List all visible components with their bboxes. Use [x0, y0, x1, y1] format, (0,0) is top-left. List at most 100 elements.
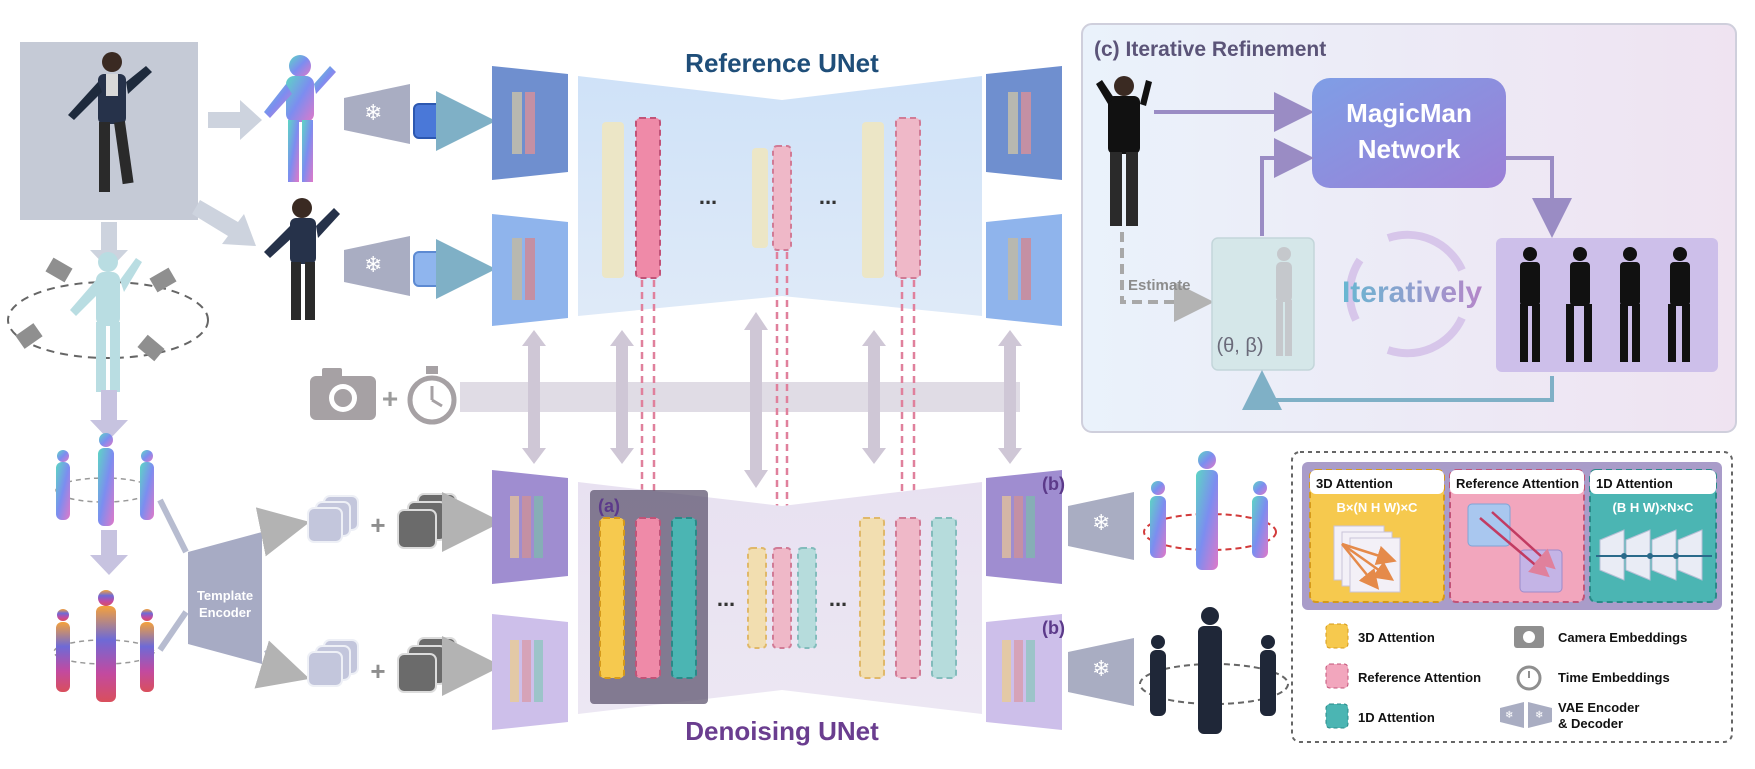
- stopwatch-icon: [407, 366, 457, 425]
- reference-input-block: [492, 214, 568, 326]
- estimate-label: Estimate: [1128, 277, 1191, 294]
- denoising-output-block: (b): [986, 470, 1065, 584]
- ellipsis: ...: [829, 586, 847, 611]
- plus-sign: +: [370, 510, 385, 540]
- legend-item-camera-embeddings: Camera Embeddings: [1514, 626, 1687, 648]
- denoising-output-block: (b): [986, 614, 1065, 730]
- snowflake-icon: ❄: [1092, 510, 1110, 535]
- flow-arrow: [255, 507, 310, 557]
- segmentation-maps-ring: [53, 590, 155, 702]
- ellipsis: ...: [699, 184, 717, 209]
- legend-label: 3D Attention: [1358, 630, 1435, 645]
- legend-item-vae: ❄ ❄ VAE Encoder & Decoder: [1500, 700, 1639, 731]
- normal-map-image: [264, 55, 336, 182]
- flow-arrow: [254, 640, 310, 689]
- reference-input-block: [492, 66, 568, 180]
- reference-output-block: [986, 214, 1062, 326]
- snowflake-icon: ❄: [364, 100, 382, 125]
- legend-item-1d-attention: 1D Attention: [1325, 703, 1435, 729]
- flow-arrow: [157, 498, 189, 554]
- template-encoder-label: Encoder: [199, 605, 251, 620]
- attention-3d-formula: B×(N H W)×C: [1337, 500, 1419, 515]
- template-encoder-label: Template: [197, 588, 253, 603]
- denoising-unet-layers: [599, 517, 957, 679]
- smpl-params-box: (θ, β): [1211, 237, 1315, 371]
- network-label: Network: [1358, 134, 1461, 164]
- attention-3d-title: 3D Attention: [1316, 476, 1393, 491]
- magicman-network-box: MagicMan Network: [1312, 78, 1506, 188]
- cycle-icon: [1345, 230, 1466, 358]
- flow-arrow: [1260, 138, 1314, 236]
- reference-unet-layers: [602, 117, 921, 279]
- marker-b: (b): [1042, 618, 1065, 638]
- smpl-body-with-cameras: [7, 252, 209, 392]
- reference-attention-links: [632, 252, 924, 551]
- ellipsis: ...: [819, 184, 837, 209]
- denoising-input-block: [492, 470, 568, 584]
- refinement-input-person: [1096, 76, 1152, 226]
- plus-sign: +: [370, 656, 385, 686]
- camera-icon: [1514, 626, 1544, 648]
- noise-stack: [397, 493, 457, 693]
- legend-label: 1D Attention: [1358, 710, 1435, 725]
- attention-3d-detail: 3D Attention B×(N H W)×C: [1309, 469, 1445, 603]
- template-latent-stack: [307, 495, 359, 687]
- stopwatch-icon: [1516, 665, 1542, 691]
- flow-arrow: [90, 390, 128, 440]
- snowflake-icon: ❄: [1535, 710, 1543, 721]
- attention-1d-detail: 1D Attention (B H W)×N×C: [1589, 469, 1717, 603]
- plus-sign: +: [382, 383, 398, 414]
- refinement-title: (c) Iterative Refinement: [1094, 38, 1326, 61]
- denoising-unet-title: Denoising UNet: [685, 716, 879, 746]
- legend-label: & Decoder: [1558, 716, 1623, 731]
- snowflake-icon: ❄: [364, 252, 382, 277]
- output-normal-maps: [1143, 451, 1277, 570]
- legend-label: VAE Encoder: [1558, 700, 1639, 715]
- feedback-arrow: [1242, 370, 1554, 410]
- reference-unet-title: Reference UNet: [685, 48, 879, 78]
- legend-item-reference-attention: Reference Attention: [1325, 663, 1481, 689]
- ellipsis: ...: [717, 586, 735, 611]
- embedding-bus: [460, 312, 1022, 488]
- smpl-params-label: (θ, β): [1216, 335, 1263, 357]
- denoising-input-block: [492, 614, 568, 730]
- network-label: MagicMan: [1346, 98, 1472, 128]
- vae-icon: ❄ ❄: [1500, 702, 1552, 728]
- attention-reference-title: Reference Attention: [1456, 476, 1579, 491]
- camera-icon: [15, 257, 177, 362]
- snowflake-icon: ❄: [1092, 656, 1110, 681]
- attention-1d-formula: (B H W)×N×C: [1613, 500, 1695, 515]
- legend-item-time-embeddings: Time Embeddings: [1516, 665, 1670, 691]
- legend-label: Camera Embeddings: [1558, 630, 1687, 645]
- refinement-multiview-output: [1496, 238, 1718, 372]
- legend-label: Time Embeddings: [1558, 670, 1670, 685]
- flow-arrow: [1506, 156, 1572, 238]
- flow-arrow: [157, 610, 189, 652]
- legend-label: Reference Attention: [1358, 670, 1481, 685]
- template-encoder: Template Encoder: [188, 532, 262, 664]
- legend-item-3d-attention: 3D Attention: [1325, 623, 1435, 649]
- input-image: [20, 42, 198, 220]
- marker-a: (a): [598, 496, 620, 516]
- person-figure-icon: [68, 52, 152, 192]
- estimate-arrow: [1120, 232, 1214, 322]
- flow-arrow: [208, 100, 262, 140]
- output-rgb-views: [1139, 607, 1289, 734]
- reference-output-block: [986, 66, 1062, 180]
- iteratively-label: Iteratively: [1342, 276, 1482, 309]
- vae-encoder: ❄: [344, 236, 449, 296]
- attention-reference-detail: Reference Attention: [1449, 469, 1585, 603]
- normal-maps-ring: [55, 433, 154, 526]
- vae-decoder: ❄: [1068, 638, 1134, 706]
- camera-icon: [310, 368, 376, 420]
- vae-encoder: ❄: [344, 84, 449, 144]
- marker-b: (b): [1042, 474, 1065, 494]
- vae-decoder: ❄: [1068, 492, 1134, 560]
- attention-1d-title: 1D Attention: [1596, 476, 1673, 491]
- person-image: [264, 198, 340, 320]
- flow-arrow: [192, 200, 256, 246]
- snowflake-icon: ❄: [1505, 710, 1513, 721]
- body-mesh-icon: [70, 252, 142, 392]
- flow-arrow: [90, 530, 128, 575]
